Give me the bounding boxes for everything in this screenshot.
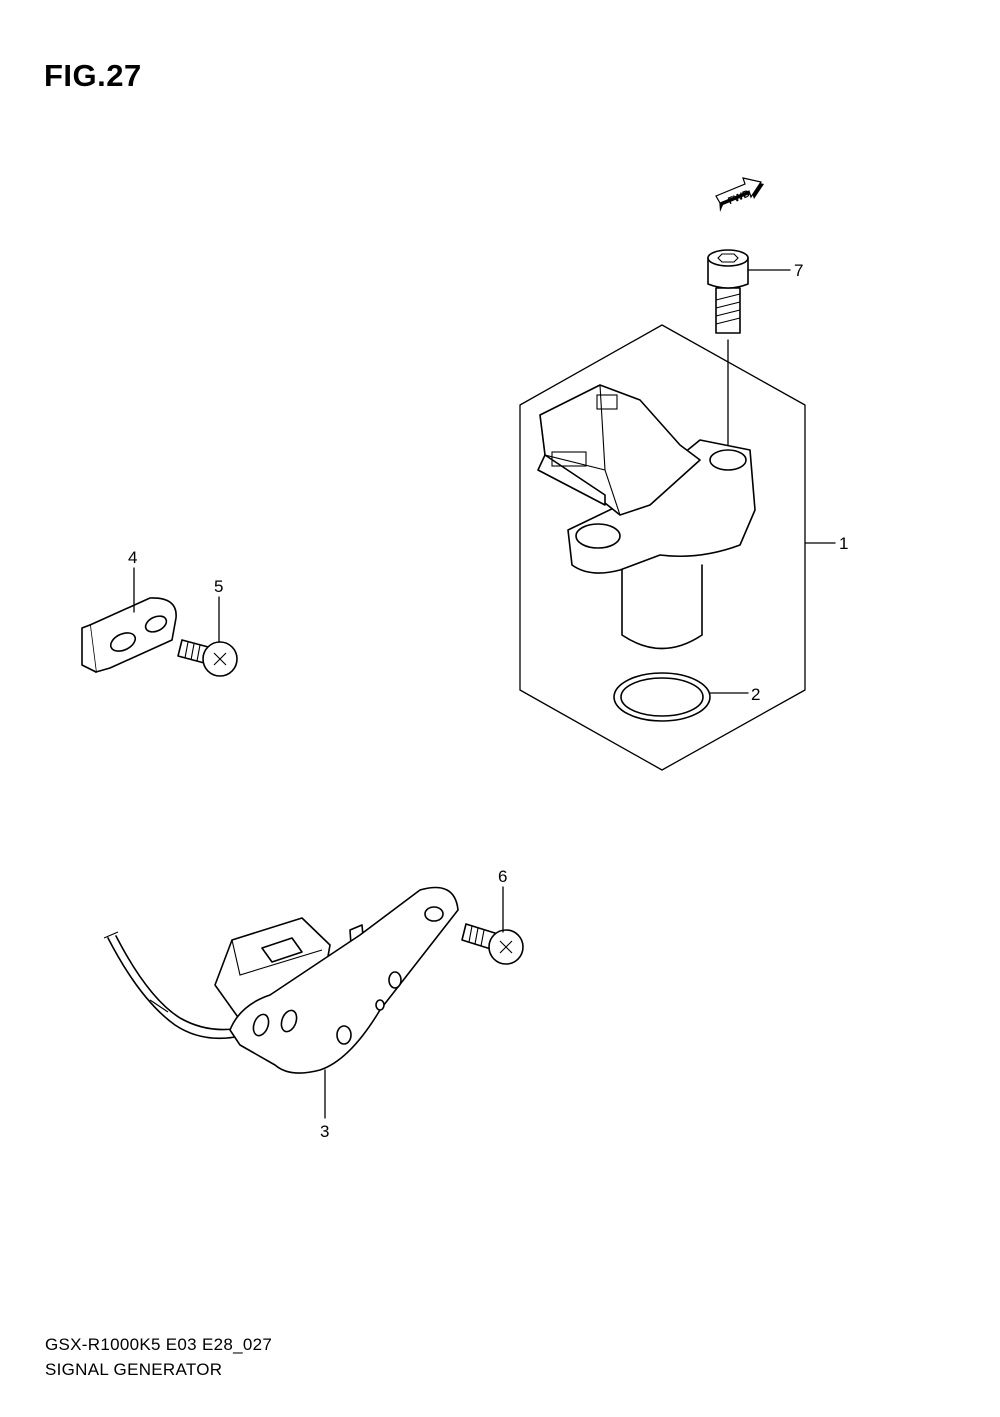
callout-7: 7 [794, 261, 803, 280]
fwd-arrow-icon: FWD [715, 177, 764, 212]
part-4-bracket [81, 597, 177, 673]
part-6-screw [461, 923, 524, 965]
callout-4: 4 [128, 548, 137, 567]
callout-5: 5 [214, 577, 223, 596]
kit-outline-hexagon [519, 324, 806, 771]
part-2-o-ring [613, 672, 711, 722]
callout-6: 6 [498, 867, 507, 886]
callout-3: 3 [320, 1122, 329, 1141]
leader-lines [133, 269, 836, 1119]
model-code: GSX-R1000K5 E03 E28_027 [45, 1335, 273, 1354]
part-3-signal-generator [103, 886, 459, 1074]
part-7-bolt [707, 249, 749, 456]
assembly-name: SIGNAL GENERATOR [45, 1360, 223, 1379]
callout-1: 1 [839, 534, 848, 553]
callout-2: 2 [751, 685, 760, 704]
part-5-screw [177, 639, 238, 677]
figure-title: FIG.27 [44, 58, 142, 93]
part-1-sensor [537, 384, 756, 650]
